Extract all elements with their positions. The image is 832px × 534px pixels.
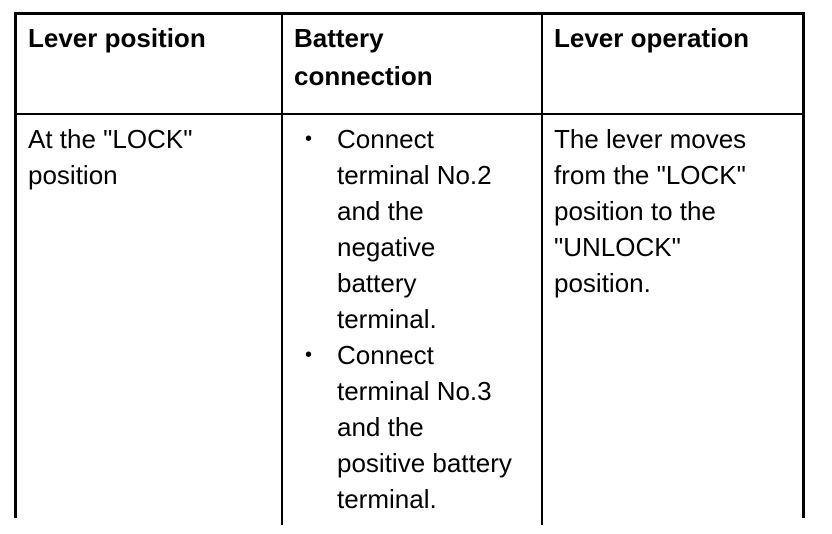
column-header-battery-connection-label: Battery connection bbox=[294, 23, 433, 91]
lever-specification-table: Lever position Battery connection Lever … bbox=[17, 15, 802, 525]
cell-lever-position-text: At the "LOCK" position bbox=[28, 124, 193, 190]
column-header-lever-operation-label: Lever operation bbox=[554, 23, 750, 53]
cell-lever-position: At the "LOCK" position bbox=[17, 114, 283, 525]
bullet-icon: • bbox=[305, 344, 313, 366]
column-header-lever-operation: Lever operation bbox=[542, 15, 802, 115]
column-header-battery-connection: Battery connection bbox=[282, 15, 543, 115]
column-header-lever-position-label: Lever position bbox=[28, 23, 206, 53]
table-body: At the "LOCK" position • Connect termina… bbox=[17, 114, 802, 525]
bullet-icon: • bbox=[305, 128, 313, 150]
battery-connection-bullet-list: • Connect terminal No.2 and the negative… bbox=[294, 121, 531, 517]
list-item: • Connect terminal No.2 and the negative… bbox=[301, 121, 531, 337]
column-header-lever-position: Lever position bbox=[17, 15, 283, 115]
list-item-text: Connect terminal No.3 and the positive b… bbox=[337, 340, 512, 514]
list-item: • Connect terminal No.3 and the positive… bbox=[301, 337, 531, 517]
table-header: Lever position Battery connection Lever … bbox=[17, 15, 802, 115]
cell-lever-operation: The lever moves from the "LOCK" position… bbox=[542, 114, 802, 525]
cell-lever-operation-text: The lever moves from the "LOCK" position… bbox=[554, 124, 747, 298]
spec-table-container: Lever position Battery connection Lever … bbox=[14, 12, 805, 525]
table-row: At the "LOCK" position • Connect termina… bbox=[17, 114, 802, 525]
table-header-row: Lever position Battery connection Lever … bbox=[17, 15, 802, 115]
list-item-text: Connect terminal No.2 and the negative b… bbox=[337, 124, 492, 334]
cell-battery-connection: • Connect terminal No.2 and the negative… bbox=[282, 114, 543, 525]
